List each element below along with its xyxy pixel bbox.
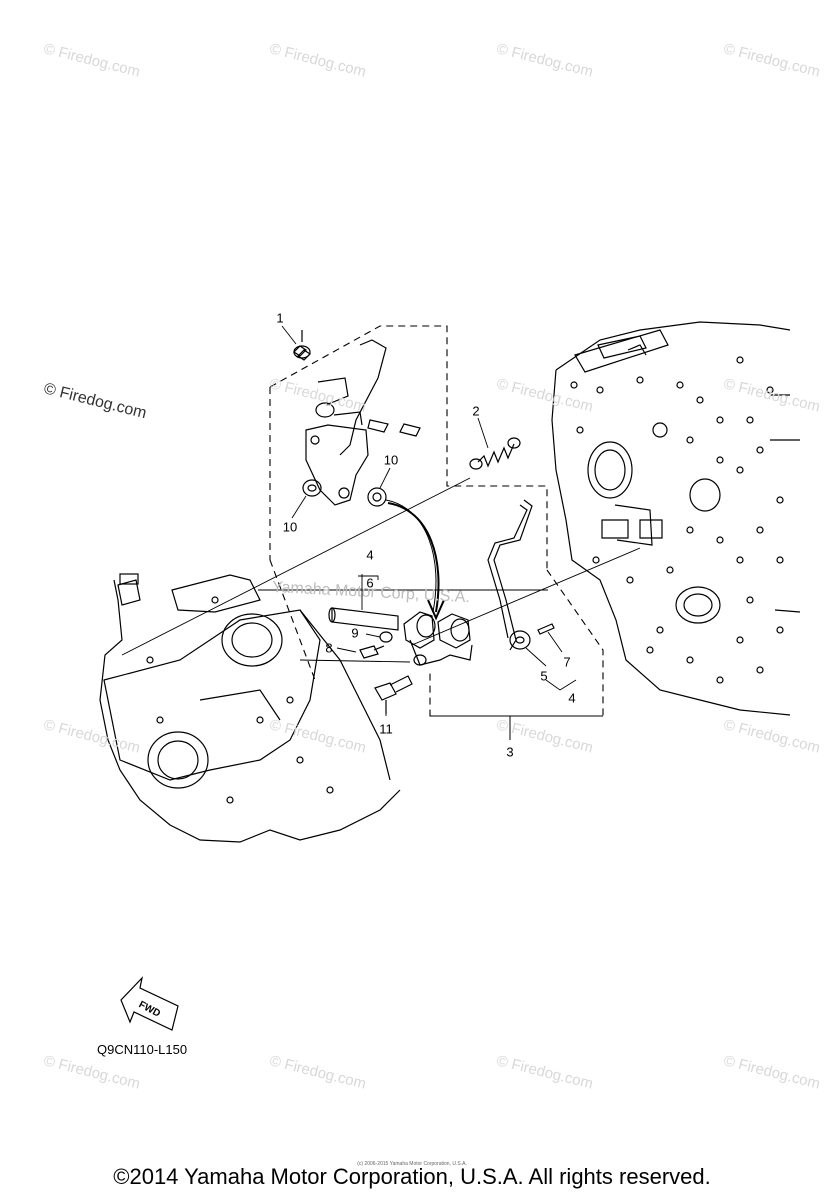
dashed-assembly-box-upper bbox=[269, 325, 548, 681]
part-11-bolt bbox=[374, 675, 413, 714]
callout-6: 6 bbox=[366, 575, 374, 591]
copyright-notice: ©2014 Yamaha Motor Corporation, U.S.A. A… bbox=[113, 1164, 711, 1189]
part-10-washers bbox=[302, 479, 387, 507]
callout-7: 7 bbox=[563, 654, 571, 670]
callout-5: 5 bbox=[540, 668, 548, 684]
callout-2: 2 bbox=[472, 403, 480, 419]
engine-block-right bbox=[551, 321, 801, 716]
callout-4-upper: 4 bbox=[366, 547, 374, 563]
shift-lever-assembly bbox=[305, 339, 421, 506]
callout-10-lower: 10 bbox=[282, 519, 298, 535]
part-7-pin bbox=[537, 623, 555, 635]
dashed-assembly-box-lower bbox=[429, 569, 604, 717]
part-8-bolt bbox=[359, 645, 385, 659]
part-1-spring bbox=[293, 330, 311, 361]
item3-bracket bbox=[430, 715, 603, 740]
callout-1: 1 bbox=[276, 310, 284, 326]
reference-lines bbox=[121, 477, 641, 663]
part-9-nut bbox=[379, 631, 393, 643]
link-assembly bbox=[403, 611, 473, 666]
engine-housing-left bbox=[99, 573, 401, 843]
callout-leaders bbox=[281, 325, 577, 716]
part-6-shaft bbox=[328, 607, 399, 631]
tiny-copyright: (c) 2006-2015 Yamaha Motor Corporation, … bbox=[357, 1161, 467, 1167]
callout-8: 8 bbox=[325, 640, 333, 656]
part-2-spring bbox=[469, 437, 521, 470]
part-3-lever bbox=[487, 499, 533, 651]
callout-4-lower: 4 bbox=[568, 690, 576, 706]
fwd-arrow-icon bbox=[120, 976, 179, 1031]
callout-10-upper: 10 bbox=[383, 452, 399, 468]
callout-11: 11 bbox=[379, 721, 393, 737]
assembly-arrow bbox=[385, 499, 445, 621]
callout-9: 9 bbox=[351, 625, 359, 641]
callout-3: 3 bbox=[506, 744, 514, 760]
diagram-code: Q9CN110-L150 bbox=[97, 1042, 188, 1057]
